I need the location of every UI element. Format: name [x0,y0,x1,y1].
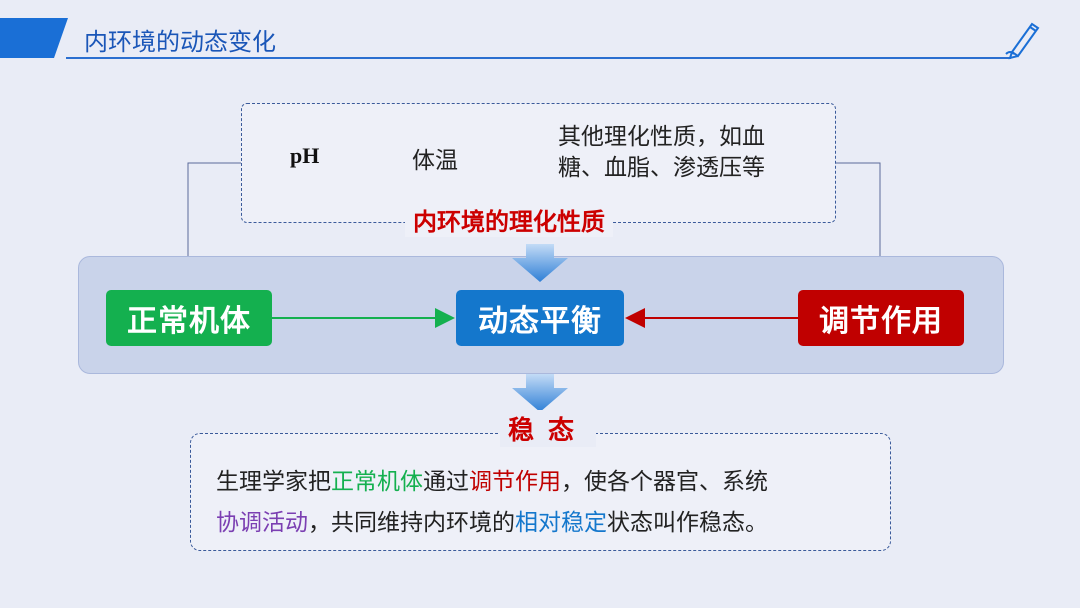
ph-label: pH [290,143,320,168]
def-regulation: 调节作用 [469,469,561,495]
down-arrow-top [512,244,568,282]
steady-state-heading: 稳态 [500,410,597,447]
other-properties-line2: 糖、血脂、渗透压等 [558,155,765,181]
pen-icon [1005,22,1040,60]
def-part-5: ，使各个器官、系统 [561,469,768,495]
title-underline [66,57,1011,59]
def-part-3: 通过 [423,469,469,495]
page-title: 内环境的动态变化 [84,28,276,56]
def-coordination: 协调活动 [216,510,308,536]
normal-body-box: 正常机体 [106,290,272,346]
properties-heading: 内环境的理化性质 [405,202,613,237]
def-part-7: ，共同维持内环境的 [308,510,515,536]
def-part-1: 生理学家把 [216,469,331,495]
other-properties-text: 其他理化性质，如血 糖、血脂、渗透压等 [558,122,818,184]
def-relative-stability: 相对稳定 [515,510,607,536]
regulation-box: 调节作用 [798,290,964,346]
def-normal-body: 正常机体 [331,469,423,495]
def-part-9: 状态叫作稳态。 [607,510,768,536]
dynamic-balance-box: 动态平衡 [456,290,624,346]
title-accent-bar [0,18,68,58]
down-arrow-bottom [512,374,568,412]
other-properties-line1: 其他理化性质，如血 [558,124,765,150]
definition-text: 生理学家把正常机体通过调节作用，使各个器官、系统协调活动，共同维持内环境的相对稳… [216,462,876,544]
temperature-label: 体温 [412,148,458,174]
